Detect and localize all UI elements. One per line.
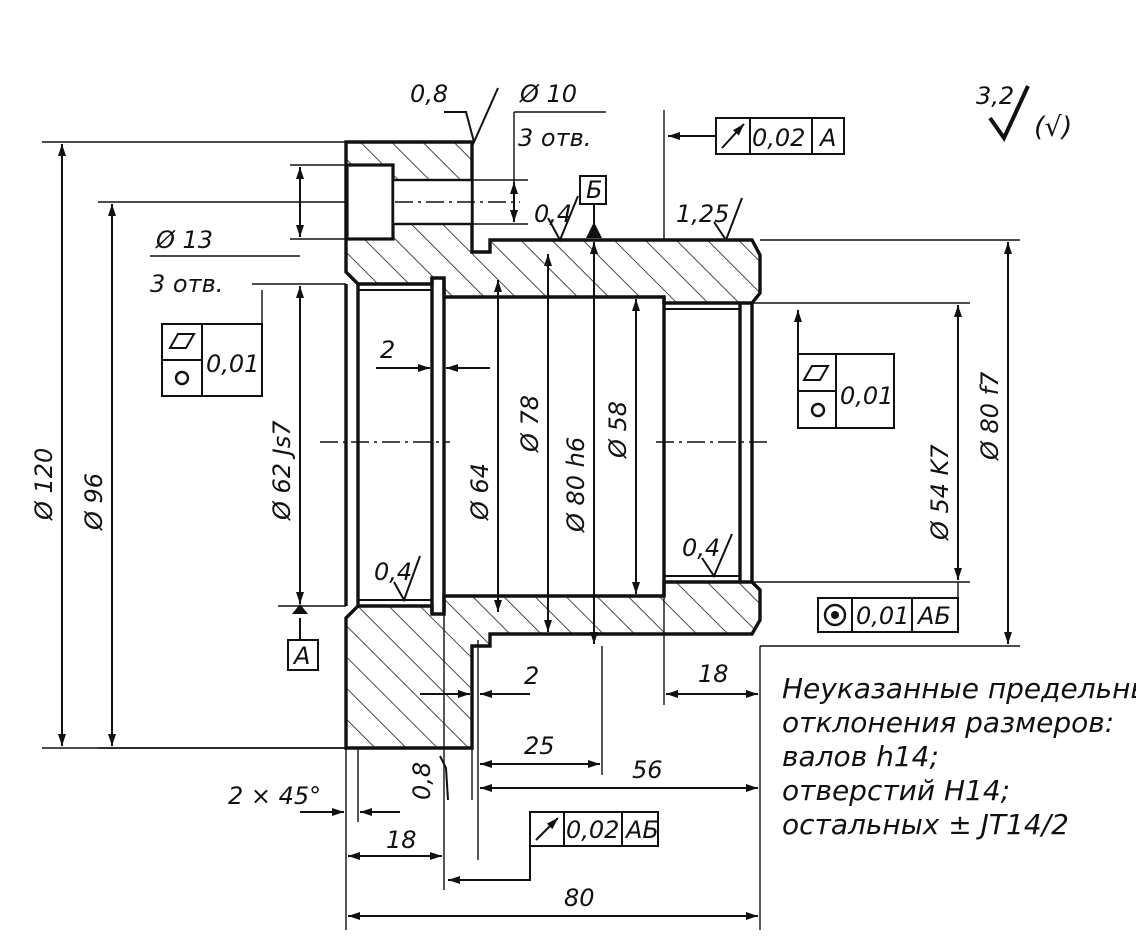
extension-lines bbox=[42, 110, 1020, 930]
dim-d80f7: Ø 80 f7 bbox=[976, 371, 1004, 461]
runout-top-value: 0,02 bbox=[752, 124, 805, 152]
dim-d96: Ø 96 bbox=[80, 473, 108, 531]
dim-d80h6: Ø 80 h6 bbox=[562, 437, 590, 533]
hole-large-count: 3 отв. bbox=[150, 270, 223, 298]
dim-d64: Ø 64 bbox=[466, 463, 494, 521]
counterbore-hole bbox=[345, 163, 395, 241]
dim-d58: Ø 58 bbox=[604, 401, 632, 459]
cylindricity-icon-right bbox=[802, 365, 830, 381]
roughness-bore-right: 0,4 bbox=[682, 534, 720, 562]
coaxial-value: 0,01 bbox=[856, 602, 909, 630]
datum-symbols: Б А bbox=[287, 175, 607, 671]
roundness-icon-right bbox=[810, 402, 826, 418]
dim-left-18: 18 bbox=[386, 826, 417, 854]
general-roughness-check-icon bbox=[988, 85, 1030, 142]
datum-a-box bbox=[287, 639, 319, 671]
general-roughness-remainder: (√) bbox=[1034, 112, 1072, 143]
note-line-3: валов h14; bbox=[782, 740, 939, 773]
hole-large-dia: Ø 13 bbox=[155, 226, 213, 254]
dim-right-18: 18 bbox=[698, 660, 729, 688]
part-section bbox=[320, 140, 772, 750]
dim-d62: Ø 62 Js7 bbox=[268, 420, 296, 521]
runout-top-datum: А bbox=[818, 124, 836, 152]
runout-icon bbox=[721, 123, 745, 149]
roughness-face-flange: 0,8 bbox=[410, 80, 448, 108]
cyl-right-value: 0,01 bbox=[840, 382, 893, 410]
roughness-face-bottom: 0,8 bbox=[408, 762, 436, 800]
dim-d120: Ø 120 bbox=[30, 448, 58, 521]
note-line-5: остальных ± JT14/2 bbox=[782, 808, 1069, 841]
flange-bottom-section bbox=[344, 580, 762, 750]
cyl-left-value: 0,01 bbox=[206, 350, 259, 378]
hole-small-count: 3 отв. bbox=[518, 124, 591, 152]
dim-chamfer: 2 × 45° bbox=[228, 782, 321, 810]
hole-callouts: Ø 10 3 отв. Ø 13 3 отв. bbox=[150, 80, 591, 298]
runout-icon-bottom bbox=[535, 817, 559, 841]
dim-groove-bottom: 2 bbox=[524, 662, 539, 690]
datum-a-label: А bbox=[292, 642, 310, 670]
dim-d54: Ø 54 K7 bbox=[926, 444, 954, 541]
roughness-bore-top: 0,4 bbox=[534, 200, 572, 228]
coaxiality-icon bbox=[823, 603, 847, 627]
dim-total-80: 80 bbox=[564, 884, 595, 912]
note-line-4: отверстий H14; bbox=[782, 774, 1010, 807]
tolerance-frames: 0,02 А 0,01 0,01 0,01 АБ 0,02 АБ bbox=[161, 117, 959, 884]
length-labels: 2 2 18 25 56 2 × 45° 18 80 bbox=[228, 336, 729, 912]
dim-d78: Ø 78 bbox=[516, 395, 544, 453]
roughness-symbols: 0,8 0,4 1,25 0,4 0,4 0,8 3,2 (√) bbox=[374, 80, 1072, 801]
cylindricity-icon bbox=[168, 333, 196, 349]
roughness-bore-left: 0,4 bbox=[374, 558, 412, 586]
dim-groove-top: 2 bbox=[380, 336, 395, 364]
dim-56: 56 bbox=[632, 756, 663, 784]
roundness-icon bbox=[174, 370, 190, 386]
diameter-labels: Ø 120 Ø 96 Ø 62 Js7 Ø 64 Ø 78 Ø 80 h6 Ø … bbox=[30, 371, 1004, 541]
dim-25: 25 bbox=[524, 732, 555, 760]
hole-small-dia: Ø 10 bbox=[519, 80, 577, 108]
roughness-outer-right: 1,25 bbox=[676, 200, 729, 228]
dimension-lines bbox=[58, 111, 1012, 920]
runout-bottom-datum: АБ bbox=[624, 816, 659, 844]
general-note: Неуказанные предельные отклонения размер… bbox=[782, 672, 1136, 841]
coaxial-datum: АБ bbox=[916, 602, 951, 630]
general-roughness-value: 3,2 bbox=[976, 82, 1014, 110]
note-line-1: Неуказанные предельные bbox=[782, 672, 1136, 705]
runout-bottom-value: 0,02 bbox=[566, 816, 619, 844]
datum-b-label: Б bbox=[586, 176, 602, 204]
note-line-2: отклонения размеров: bbox=[782, 706, 1114, 739]
